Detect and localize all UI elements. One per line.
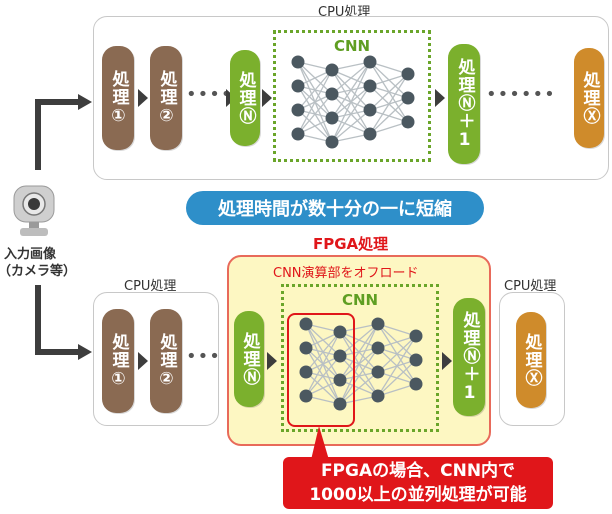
parallel-highlight-box [287,313,355,427]
bottom-arrow-3 [442,352,452,370]
network-node [409,329,423,343]
network-edge [377,335,417,397]
network-node [363,127,377,141]
top-stage-n-plus-1: 処理Ⓝ＋1 [448,44,480,164]
network-edge [377,335,417,349]
network-node [371,365,385,379]
network-edge [369,97,409,135]
network-node [299,389,313,403]
network-edge [369,73,409,135]
network-node [409,353,423,367]
network-edge [305,355,341,397]
network-node [325,111,339,125]
top-neural-network [291,55,415,149]
network-edge [305,331,341,397]
bottom-cnn-label: CNN [342,291,379,309]
time-reduction-banner: 処理時間が数十分の一に短縮 [186,191,484,225]
network-edge [377,359,417,397]
top-stage-n: 処理Ⓝ [230,50,260,146]
network-edge [331,109,371,143]
network-node [363,79,377,93]
bottom-stage-n-plus-1: 処理Ⓝ＋1 [453,298,485,416]
callout-line1: FPGAの場合、CNN内で [320,461,516,481]
callout-line2: 1000以上の並列処理が可能 [309,485,527,505]
network-node [409,377,423,391]
network-node [291,127,305,141]
bottom-neural-network [299,317,423,411]
network-edge [297,69,333,111]
camera-icon [13,185,55,236]
top-stage-x: 処理Ⓧ [574,48,604,148]
network-node [299,317,313,331]
network-edge [369,73,409,111]
bottom-stage-n: 処理Ⓝ [234,311,264,407]
bottom-stage-x: 処理Ⓧ [516,312,546,408]
network-edge [297,69,333,135]
network-node [333,349,347,363]
network-edge [297,93,333,135]
network-edge [377,383,417,397]
network-node [401,115,415,129]
network-edge [377,323,417,337]
network-node [299,341,313,355]
network-node [325,87,339,101]
top-ellipsis-1: •••• [186,84,233,105]
network-edge [369,121,409,135]
network-edge [377,335,417,373]
network-edge [339,347,379,405]
top-cnn-box [273,30,431,162]
fpga-caption: FPGA処理 [313,235,389,253]
bottom-stage-2: 処理② [150,309,182,413]
network-edge [331,61,371,119]
network-node [371,317,385,331]
top-arrow-3 [262,89,272,107]
top-cnn-label: CNN [334,37,371,55]
network-edge [339,323,379,381]
network-node [363,103,377,117]
offload-caption: CNN演算部をオフロード [273,266,419,281]
input-label-line2: （カメラ等） [0,264,77,279]
network-edge [331,61,371,143]
network-node [363,55,377,69]
bottom-ellipsis-1: ••• [186,346,221,367]
network-node [291,79,305,93]
banner-text: 処理時間が数十分の一に短縮 [218,199,452,220]
network-edge [339,323,379,405]
network-node [291,55,305,69]
network-edge [331,85,371,143]
callout-pointer [311,426,329,460]
bottom-stage-1: 処理① [102,309,134,413]
network-node [401,91,415,105]
network-node [333,397,347,411]
network-node [291,103,305,117]
network-node [325,135,339,149]
network-edge [305,331,341,373]
network-edge [339,323,379,357]
bottom-arrow-2 [267,352,277,370]
network-edge [369,61,409,75]
network-node [401,67,415,81]
network-edge [339,371,379,405]
top-ellipsis-2: •••••• [486,84,556,105]
input-connector-lines [35,94,92,360]
network-node [325,63,339,77]
top-stage-1: 処理① [102,46,134,150]
top-stage-2: 処理② [150,46,182,150]
network-node [371,341,385,355]
bottom-arrow-1 [138,352,148,370]
network-node [371,389,385,403]
bottom-right-cpu-caption: CPU処理 [504,279,557,294]
bottom-left-cpu-caption: CPU処理 [124,279,177,294]
network-edge [369,73,409,87]
parallel-callout: FPGAの場合、CNN内で 1000以上の並列処理が可能 [283,457,553,509]
network-node [333,373,347,387]
top-arrow-4 [435,89,445,107]
network-node [299,365,313,379]
top-arrow-1 [138,89,148,107]
network-edge [331,61,371,95]
input-label-line1: 入力画像 [4,247,57,262]
bottom-cnn-box [281,284,439,432]
network-node [333,325,347,339]
